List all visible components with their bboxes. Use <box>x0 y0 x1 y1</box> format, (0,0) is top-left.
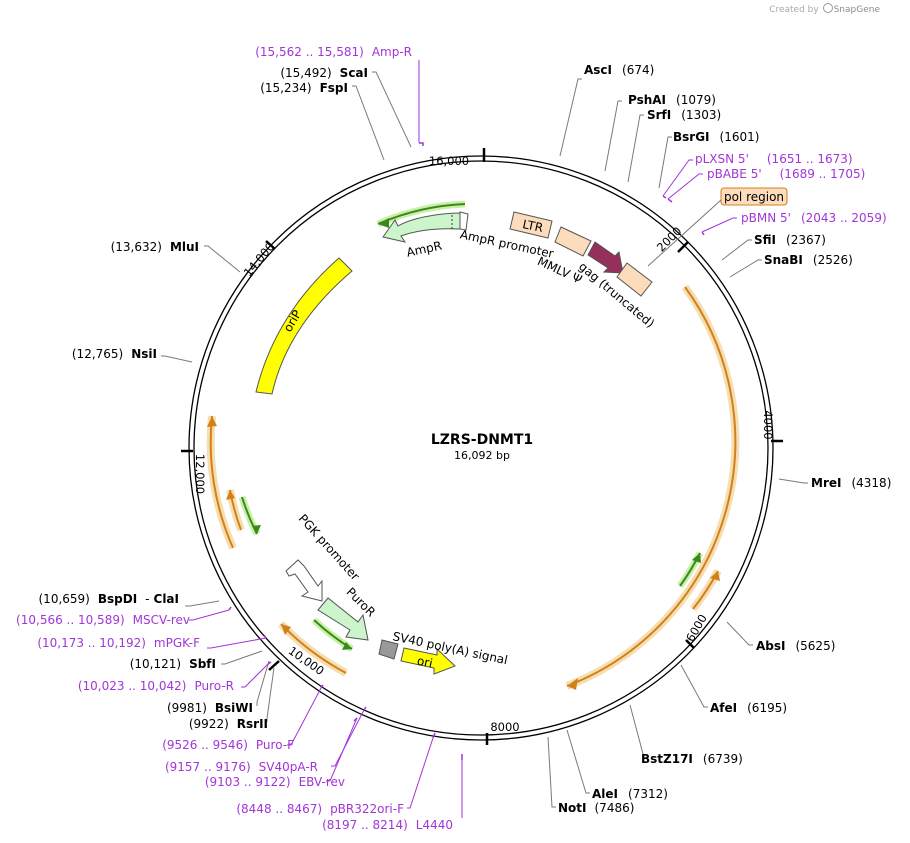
pol-region[interactable]: pol region <box>647 187 788 267</box>
enzyme-bstz17i: BstZ17I(6739) <box>641 752 743 766</box>
feature-ltr[interactable]: LTR <box>509 211 553 239</box>
primer-puro-r: (10,023 .. 10,042)Puro-R <box>78 679 234 693</box>
feature-puror[interactable] <box>317 597 369 641</box>
primer-plxsn5: pLXSN 5'(1651 .. 1673) <box>695 152 853 166</box>
tick-label-4000: 4000 <box>761 410 775 439</box>
enzyme-absi: AbsI(5625) <box>756 639 835 653</box>
feature-ori[interactable]: ori <box>400 647 456 675</box>
tick-label-8000: 8000 <box>490 720 519 734</box>
enzyme-noti: NotI(7486) <box>558 801 634 815</box>
enzyme-mlui: (13,632)MluI <box>111 240 199 254</box>
primer-leader-lines <box>189 60 737 818</box>
arc-arrowheads <box>207 218 720 690</box>
plasmid-name: LZRS-DNMT1 <box>431 432 533 448</box>
primer-mscv-rev: (10,566 .. 10,589)MSCV-rev <box>16 613 190 627</box>
feature-pgk-promoter[interactable] <box>285 559 323 602</box>
credit-brand: SnapGene <box>833 5 880 15</box>
created-by-snapgene: Created by SnapGene <box>769 3 880 15</box>
enzyme-scai: (15,492)ScaI <box>280 66 368 80</box>
pol-region-label: pol region <box>724 190 784 204</box>
tick-label-6000: 6000 <box>683 612 710 644</box>
tick-label-14000: 14,000 <box>241 240 278 280</box>
tick-label-16000: 16,000 <box>429 154 469 168</box>
primer-pbabe5: pBABE 5'(1689 .. 1705) <box>707 167 865 181</box>
enzyme-rsrii: (9922)RsrII <box>189 717 268 731</box>
enzyme-bspdi-clai: (10,659)BspDI-ClaI <box>39 592 180 606</box>
feature-sv40-polya[interactable] <box>378 639 399 660</box>
enzyme-nsii: (12,765)NsiI <box>72 347 157 361</box>
enzyme-sbfi: (10,121)SbfI <box>130 657 216 671</box>
enzyme-asci: AscI(674) <box>584 63 654 77</box>
primer-ebv-rev: (9103 .. 9122)EBV-rev <box>205 775 345 789</box>
enzyme-bsiwi: (9981)BsiWI <box>167 701 253 715</box>
tick-label-12000: 12,000 <box>193 454 207 494</box>
primer-mpgk-f: (10,173 .. 10,192)mPGK-F <box>37 636 200 650</box>
snapgene-logo-icon <box>822 3 833 13</box>
feature-ampr[interactable] <box>382 212 463 243</box>
feature-arcs <box>206 200 740 690</box>
enzyme-bsrgi: BsrGI(1601) <box>673 130 759 144</box>
primer-pbmn5: pBMN 5'(2043 .. 2059) <box>741 211 887 225</box>
primer-pbr322ori-f: (8448 .. 8467)pBR322ori-F <box>236 802 404 816</box>
enzyme-afei: AfeI(6195) <box>710 701 787 715</box>
enzyme-mrei: MreI(4318) <box>811 476 891 490</box>
credit-prefix: Created by <box>769 5 819 15</box>
plasmid-size: 16,092 bp <box>454 449 510 462</box>
feature-ltr-label: LTR <box>521 217 544 235</box>
backbone <box>188 155 774 741</box>
feature-orip[interactable]: oriP <box>255 257 353 395</box>
enzyme-fspi: (15,234)FspI <box>260 81 348 95</box>
enzyme-snabi: SnaBI(2526) <box>764 253 853 267</box>
enzyme-sfii: SfiI(2367) <box>754 233 826 247</box>
leader-lines <box>161 71 808 808</box>
primer-puro-f: (9526 .. 9546)Puro-F <box>162 738 294 752</box>
feature-gag[interactable] <box>587 241 624 274</box>
enzyme-pshai: PshAI(1079) <box>628 93 716 107</box>
orf-arc-large <box>565 284 740 690</box>
enzyme-alei: AleI(7312) <box>592 787 668 801</box>
enzyme-srfi: SrfI(1303) <box>647 108 721 122</box>
feature-ampr-label: AmpR <box>405 239 443 260</box>
feature-ampr-promoter[interactable] <box>459 211 469 231</box>
feature-ori-label: ori <box>416 654 434 671</box>
enzyme-labels: AscI(674) PshAI(1079) SrfI(1303) BsrGI(1… <box>39 63 892 815</box>
tick-marks <box>181 148 783 745</box>
primer-labels: (15,562 .. 15,581)Amp-R pLXSN 5'(1651 ..… <box>16 45 887 832</box>
primer-site-markers <box>228 142 705 760</box>
feature-gag-truncated-box[interactable] <box>616 262 653 297</box>
primer-sv40pa-r: (9157 .. 9176)SV40pA-R <box>165 760 318 774</box>
feature-mmlv-psi[interactable] <box>554 226 592 257</box>
primer-amp-r: (15,562 .. 15,581)Amp-R <box>255 45 412 59</box>
primer-l4440: (8197 .. 8214)L4440 <box>322 818 453 832</box>
